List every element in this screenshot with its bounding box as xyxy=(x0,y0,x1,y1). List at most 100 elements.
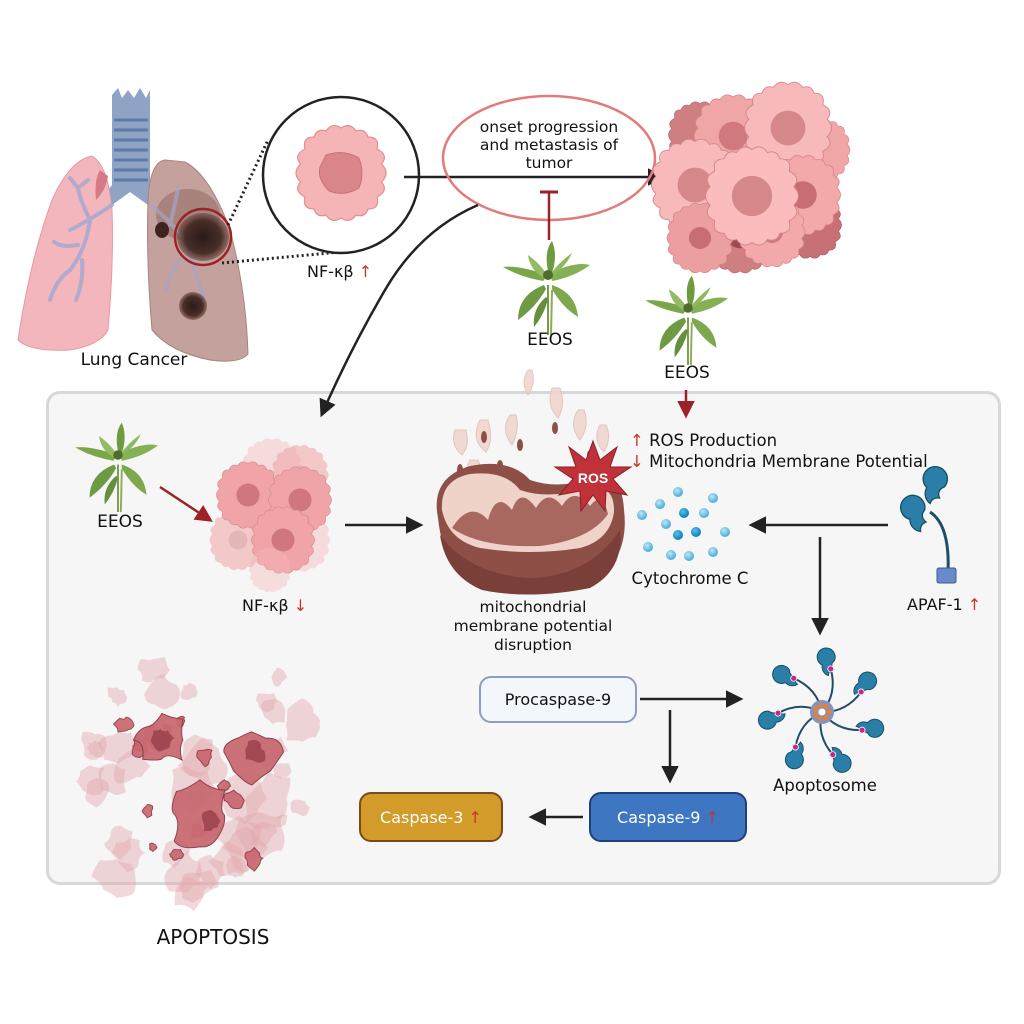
caspase-dot xyxy=(817,716,824,722)
ros-effects-list: ↑ ROS Production ↓ Mitochondria Membrane… xyxy=(630,430,928,472)
cell-fragment xyxy=(112,716,135,733)
cell-fragment xyxy=(271,667,288,687)
trend-up-icon: ↑ xyxy=(468,807,482,827)
apoptotic-cell-icon xyxy=(76,657,321,912)
mitochondrion-icon xyxy=(436,369,625,595)
trend-up-icon: ↑ xyxy=(358,262,373,281)
mito-text-line: membrane potential xyxy=(453,617,613,635)
caspase9-box: Caspase-9 ↑ xyxy=(589,792,747,842)
cell-fragment xyxy=(81,731,107,760)
ros-burst-icon xyxy=(553,439,633,513)
cell-fragment xyxy=(144,674,181,710)
apoptosome-label: Apoptosome xyxy=(773,776,877,795)
effect-item: ↑ ROS Production xyxy=(630,430,928,451)
cell-fragment xyxy=(290,799,310,816)
caspase-dot xyxy=(813,712,819,718)
mito-text-line: disruption xyxy=(494,636,572,654)
caspase3-text: Caspase-3 xyxy=(380,807,464,827)
cytochrome-dot xyxy=(857,688,865,696)
caspase-dot xyxy=(817,702,824,708)
cell-fragment xyxy=(273,763,292,780)
cell-fragment xyxy=(169,848,185,861)
cell-fragment xyxy=(141,803,154,819)
cytochrome-dot xyxy=(829,751,837,759)
eeos-label: EEOS xyxy=(527,330,573,350)
tumor-progression-text: onset progression and metastasis of tumo… xyxy=(480,118,618,172)
cell-fragment xyxy=(285,698,321,743)
cell-fragment xyxy=(201,809,221,832)
nfkb-up-label: NF-κβ ↑ xyxy=(307,262,372,281)
nfkb-down-label: NF-κβ ↓ xyxy=(242,596,307,615)
cell-fragment xyxy=(107,687,128,709)
cell-fragment xyxy=(180,682,198,701)
eeos-plant-icon xyxy=(644,274,729,366)
apaf1-protein-icon xyxy=(899,461,957,584)
cell-fragment xyxy=(76,764,105,796)
trend-up-icon: ↑ xyxy=(630,431,644,450)
cell-fragment xyxy=(216,778,232,793)
eeos-inhibit-arrow xyxy=(159,485,213,522)
tumor-text-line: onset progression xyxy=(479,118,619,136)
procaspase9-box: Procaspase-9 xyxy=(479,676,637,723)
cell-fragment xyxy=(110,838,146,872)
cell-fragment xyxy=(171,779,226,849)
cytochrome-c-icon xyxy=(637,487,730,561)
cell-fragment xyxy=(256,693,278,713)
zoom-line-top xyxy=(226,139,270,226)
cytochrome-c-label: Cytochrome C xyxy=(631,569,749,588)
caspase-dot xyxy=(826,709,832,715)
cell-fragment xyxy=(244,846,264,872)
cell-fragment xyxy=(114,748,151,784)
apaf1-subunit xyxy=(813,645,839,677)
trend-down-icon: ↓ xyxy=(630,452,644,471)
apoptosis-label: APOPTOSIS xyxy=(156,925,270,949)
apoptosome-center xyxy=(818,708,826,716)
eeos-label: EEOS xyxy=(97,512,143,532)
tumor-mass-icon xyxy=(650,81,851,274)
cell-fragment xyxy=(221,826,269,873)
cancer-cell-icon xyxy=(295,124,387,222)
eeos-label: EEOS xyxy=(664,363,710,383)
caspase3-box: Caspase-3 ↑ xyxy=(359,792,503,842)
cell-fragment xyxy=(245,739,266,763)
cell-fragment xyxy=(196,748,213,768)
eeos-plant-icon xyxy=(74,421,159,513)
procaspase9-text: Procaspase-9 xyxy=(504,690,612,709)
cell-fragment xyxy=(223,789,245,810)
lungs-illustration xyxy=(17,88,249,362)
cell-fragment xyxy=(273,814,288,828)
cell-fragment xyxy=(235,812,285,858)
nfkb-cell-cluster-icon xyxy=(209,438,333,593)
cell-fragment xyxy=(104,825,133,860)
trachea xyxy=(102,88,158,205)
tumor-text-line: and metastasis of xyxy=(479,136,619,154)
cytochrome-dot xyxy=(827,665,835,673)
trend-up-icon: ↑ xyxy=(967,595,982,614)
nfkb-text: NF-κβ xyxy=(242,596,289,615)
curved-arrow xyxy=(319,203,479,418)
cell-fragment xyxy=(180,877,208,904)
cell-fragment xyxy=(150,729,175,752)
cytochrome-dot xyxy=(774,709,782,717)
cell-fragment xyxy=(250,821,278,847)
caspase9-text: Caspase-9 xyxy=(617,807,701,827)
apoptosome-icon xyxy=(757,645,888,776)
cell-fragment xyxy=(91,858,136,898)
caspase-dot xyxy=(823,714,829,721)
apaf1-text: APAF-1 xyxy=(907,595,963,614)
cell-fragment xyxy=(244,769,291,830)
cell-fragment xyxy=(164,850,202,893)
trend-up-icon: ↑ xyxy=(705,807,719,827)
cell-fragment xyxy=(194,855,225,890)
apaf1-subunit xyxy=(827,743,854,776)
effect-item: ↓ Mitochondria Membrane Potential xyxy=(630,451,928,472)
cell-fragment xyxy=(85,778,110,808)
cell-fragment xyxy=(174,870,219,912)
eeos-plant-icon xyxy=(502,240,591,336)
effect-text: Mitochondria Membrane Potential xyxy=(649,452,928,471)
cell-fragment xyxy=(86,740,105,758)
tumor-highlight-ring xyxy=(173,207,233,267)
cell-fragment xyxy=(98,763,127,796)
caspase-dot xyxy=(813,706,819,712)
